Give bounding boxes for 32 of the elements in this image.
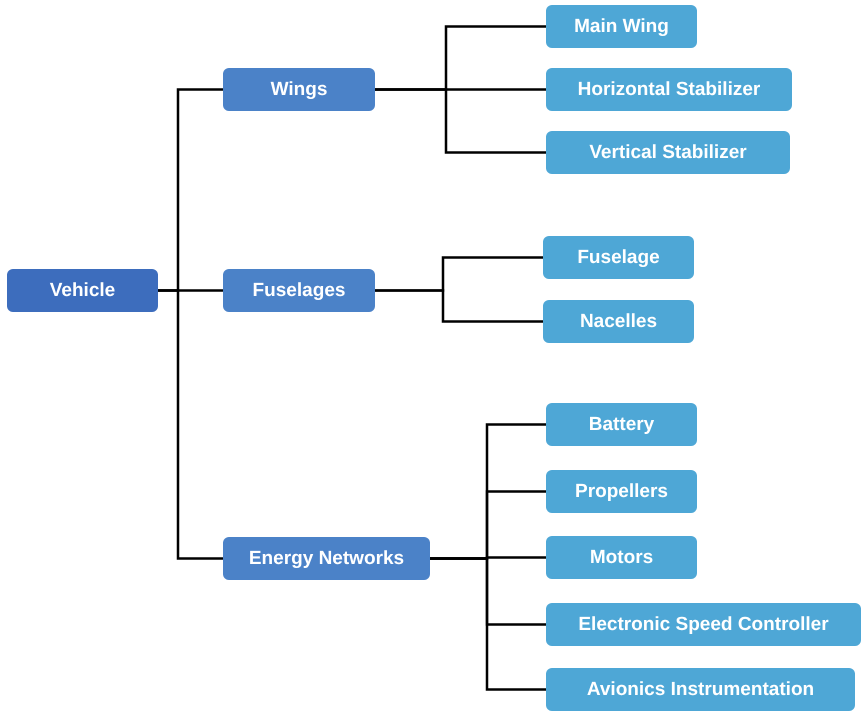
tree-node-box (546, 470, 697, 513)
node-label: Wings (270, 78, 328, 100)
connector-line (158, 289, 223, 560)
tree-node-box (223, 68, 375, 111)
tree-node-box (546, 536, 697, 579)
tree-node-box (543, 300, 694, 343)
node-label: Main Wing (574, 16, 669, 38)
tree-node-box (543, 236, 694, 279)
node-label: Fuselages (252, 280, 346, 302)
connector-line (375, 289, 543, 323)
connector-line (375, 88, 546, 154)
tree-node-box (546, 131, 790, 174)
tree-node-box (546, 68, 792, 111)
tree-node-box (546, 603, 861, 646)
node-label: Electronic Speed Controller (578, 614, 829, 636)
node-label: Motors (590, 546, 654, 568)
connector-line (430, 557, 546, 691)
node-label: Horizontal Stabilizer (578, 78, 760, 100)
node-label: Battery (588, 414, 654, 436)
node-label: Fuselage (577, 246, 660, 268)
tree-node-box (546, 403, 697, 446)
node-label: Energy Networks (248, 548, 404, 570)
node-label: Nacelles (580, 310, 658, 332)
node-label: Avionics Instrumentation (586, 678, 814, 700)
node-label: Vertical Stabilizer (589, 142, 747, 164)
tree-node-box (223, 269, 375, 312)
tree-node-box (546, 668, 855, 711)
tree-node-box (7, 269, 158, 312)
node-label: Propellers (575, 480, 668, 502)
node-label: Vehicle (50, 280, 116, 302)
tree-node-box (223, 537, 430, 580)
tree-node-box (546, 5, 697, 48)
